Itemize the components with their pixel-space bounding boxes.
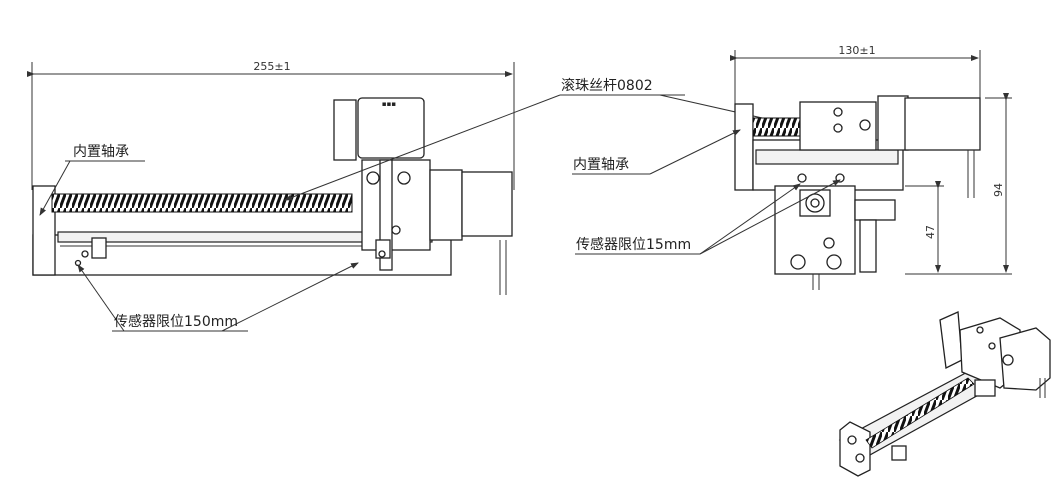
side-height-axis: 47 xyxy=(924,225,937,239)
ball-screw-label: 滚珠丝杆0802 xyxy=(561,77,653,94)
front-length-dimension: 255±1 xyxy=(253,60,290,73)
side-bearing-label: 内置轴承 xyxy=(573,157,629,173)
side-end-plate xyxy=(734,103,754,191)
front-motor xyxy=(429,169,463,241)
front-view: 255±1 ▪▪▪ 内置轴承 xyxy=(27,60,515,332)
front-left-end-block xyxy=(32,185,56,276)
front-ball-screw xyxy=(51,193,353,213)
side-sensor-limit-label: 传感器限位15mm xyxy=(576,236,691,253)
front-bearing-label: 内置轴承 xyxy=(73,144,129,160)
side-width-dimension: 130±1 xyxy=(838,44,875,57)
side-motor xyxy=(904,97,981,151)
front-sensor-limit-label: 传感器限位150mm xyxy=(114,313,238,330)
isometric-render xyxy=(838,311,1051,477)
isometric-ball-screw xyxy=(865,377,975,449)
side-height-total: 94 xyxy=(992,183,1005,197)
side-ball-screw xyxy=(752,117,802,137)
svg-text:▪▪▪: ▪▪▪ xyxy=(382,100,396,108)
side-view: 130±1 94 xyxy=(572,44,1012,290)
